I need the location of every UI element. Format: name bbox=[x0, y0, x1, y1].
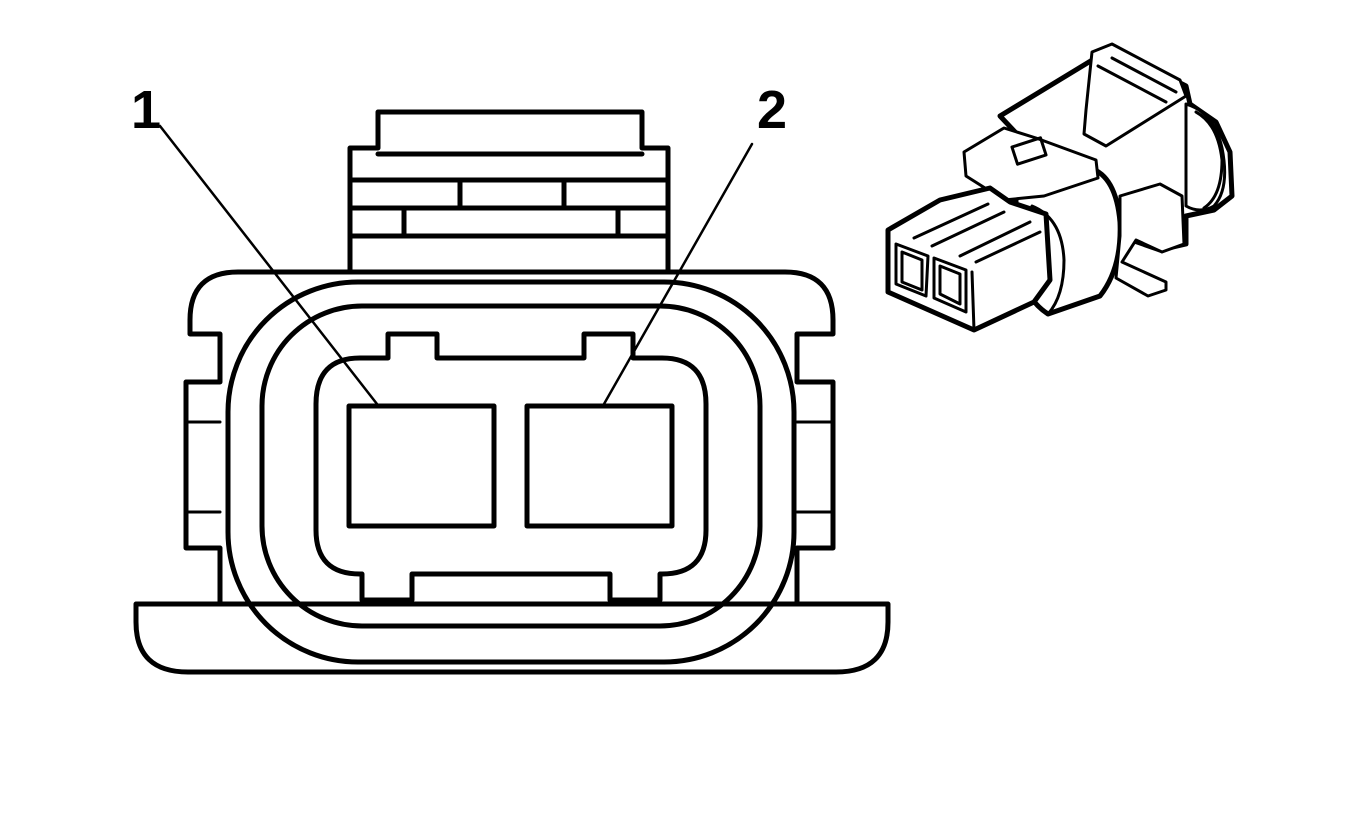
connector-front-view bbox=[133, 109, 891, 675]
iso-rib-4 bbox=[974, 230, 1042, 264]
iso-front-shroud bbox=[885, 185, 1053, 333]
locking-tab bbox=[347, 109, 671, 275]
iso-lock-lever-line-b bbox=[1096, 64, 1168, 104]
iso-top-clip bbox=[962, 126, 1100, 202]
leader-line-2 bbox=[602, 142, 754, 406]
iso-front-edge bbox=[970, 270, 976, 332]
iso-lock-lever bbox=[1082, 42, 1188, 148]
iso-lock-lever-line-a bbox=[1110, 56, 1178, 94]
iso-rib-2 bbox=[930, 210, 1006, 248]
iso-side-latch bbox=[1114, 182, 1186, 298]
callout-label-1: 1 bbox=[131, 80, 161, 140]
terminal-cavity-2 bbox=[524, 403, 675, 529]
iso-terminal-window-inner-1 bbox=[900, 250, 924, 292]
leader-line-1 bbox=[158, 124, 379, 406]
cavity-surround bbox=[313, 331, 709, 603]
iso-terminal-window-2 bbox=[932, 256, 968, 314]
inner-seal bbox=[259, 303, 763, 629]
iso-clip-window bbox=[1010, 136, 1048, 166]
iso-terminal-window-inner-2 bbox=[938, 264, 962, 306]
outer-seal bbox=[225, 279, 797, 665]
callout-label-2: 2 bbox=[757, 80, 787, 140]
iso-end-cap-ring bbox=[1194, 110, 1224, 210]
callouts: 1 2 bbox=[131, 80, 787, 406]
terminal-cavity-1 bbox=[346, 403, 497, 529]
connector-isometric-view bbox=[885, 42, 1235, 333]
iso-rib-1 bbox=[912, 202, 990, 240]
iso-rib-3 bbox=[958, 220, 1032, 258]
